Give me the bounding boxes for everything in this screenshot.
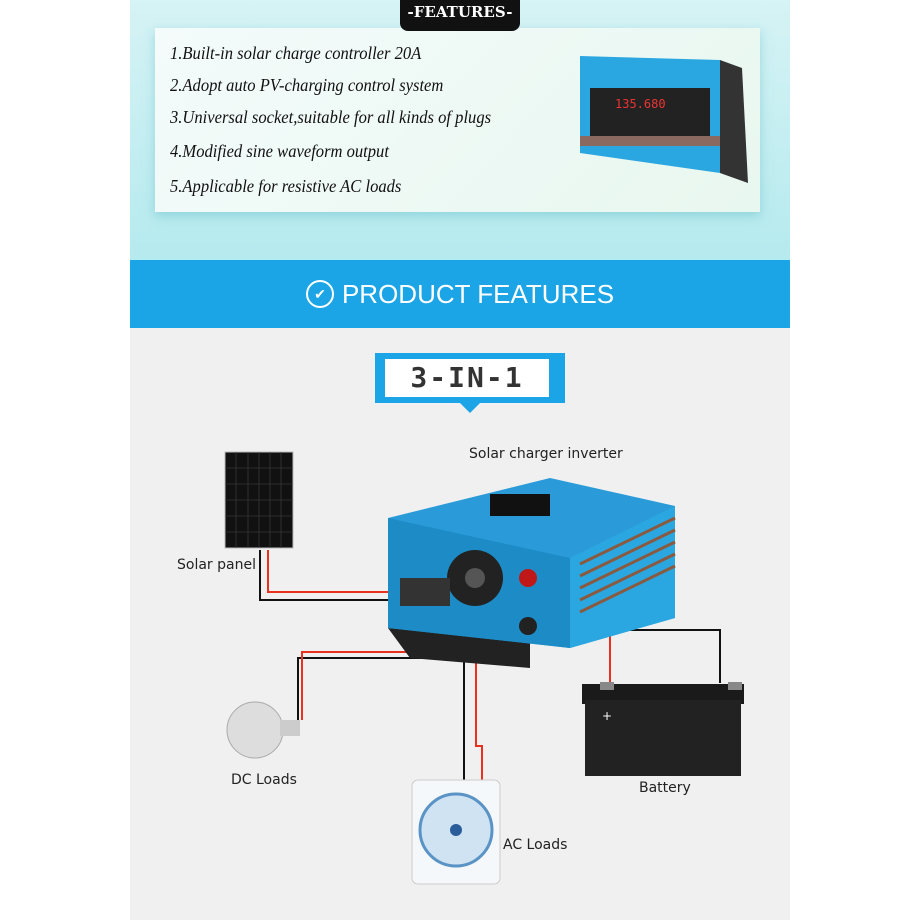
badge-pointer bbox=[460, 403, 480, 413]
product-page: -FEATURES- 135.680 1.Built-in solar char… bbox=[130, 0, 790, 920]
ac-loads-label: AC Loads bbox=[503, 837, 568, 853]
check-circle-icon: ✔ bbox=[305, 280, 334, 308]
solar-panel-image bbox=[224, 451, 294, 549]
battery-label: Battery bbox=[639, 780, 691, 796]
feature-item: 2.Adopt auto PV-charging control system bbox=[170, 75, 444, 95]
inverter-product-image: 135.680 bbox=[580, 56, 748, 183]
inverter-image bbox=[388, 478, 676, 668]
diagram-section: 3-IN-1 bbox=[130, 328, 790, 920]
dc-loads-label: DC Loads bbox=[231, 772, 297, 788]
feature-item: 4.Modified sine waveform output bbox=[170, 141, 389, 161]
features-tab: -FEATURES- bbox=[400, 0, 520, 31]
badge-text: 3-IN-1 bbox=[385, 359, 549, 397]
three-in-one-badge: 3-IN-1 bbox=[375, 353, 565, 413]
display-reading: 135.680 bbox=[615, 97, 666, 111]
dc-bulb-image bbox=[226, 701, 300, 759]
solar-wire-red bbox=[267, 550, 412, 593]
solar-panel-label: Solar panel bbox=[177, 557, 256, 573]
product-features-banner: ✔ PRODUCT FEATURES bbox=[130, 260, 790, 328]
ac-fan-image bbox=[411, 779, 501, 885]
solar-wire-black bbox=[259, 550, 408, 601]
banner-title: PRODUCT FEATURES bbox=[341, 278, 615, 309]
feature-item: 1.Built-in solar charge controller 20A bbox=[170, 43, 422, 63]
ac-wire-red bbox=[475, 646, 483, 798]
wiring-diagram: + bbox=[224, 451, 744, 885]
features-section: -FEATURES- 135.680 1.Built-in solar char… bbox=[130, 0, 790, 260]
battery-image: + bbox=[582, 682, 744, 776]
feature-item: 5.Applicable for resistive AC loads bbox=[170, 176, 402, 196]
inverter-label: Solar charger inverter bbox=[469, 446, 623, 462]
svg-text:+: + bbox=[602, 709, 612, 723]
feature-item: 3.Universal socket,suitable for all kind… bbox=[170, 107, 492, 127]
